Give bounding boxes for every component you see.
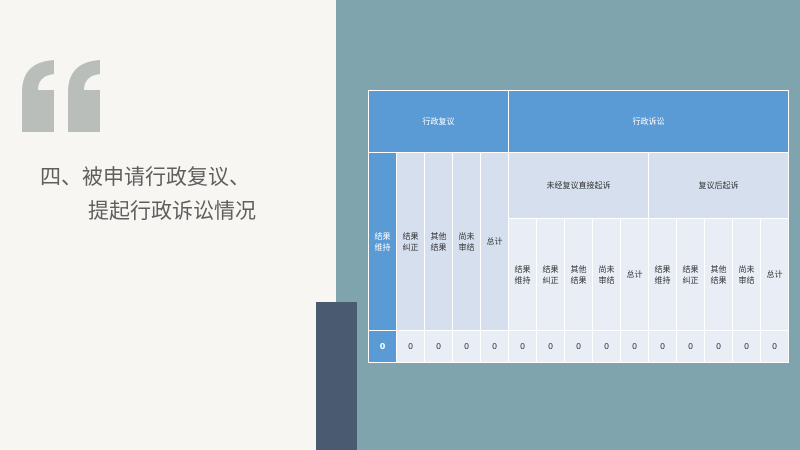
value-cell: 0 bbox=[760, 330, 790, 363]
direct-col-4: 总计 bbox=[620, 218, 650, 331]
direct-col-0: 结果维持 bbox=[508, 218, 538, 331]
review-col-3: 尚未审结 bbox=[452, 152, 481, 331]
quote-mark-icon bbox=[22, 60, 100, 132]
heading-line-2: 提起行政诉讼情况 bbox=[88, 199, 256, 223]
value-cell: 0 bbox=[648, 330, 678, 363]
after-col-3: 尚未审结 bbox=[732, 218, 762, 331]
value-cell: 0 bbox=[536, 330, 566, 363]
direct-col-1: 结果纠正 bbox=[536, 218, 566, 331]
after-col-4: 总计 bbox=[760, 218, 790, 331]
value-cell: 0 bbox=[396, 330, 425, 363]
value-cell: 0 bbox=[424, 330, 453, 363]
after-col-0: 结果维持 bbox=[648, 218, 678, 331]
value-cell: 0 bbox=[479, 330, 510, 363]
value-cell: 0 bbox=[732, 330, 762, 363]
direct-col-2: 其他结果 bbox=[564, 218, 594, 331]
review-col-0: 结果维持 bbox=[368, 152, 397, 331]
group-direct: 未经复议直接起诉 bbox=[508, 152, 650, 219]
heading-line-1: 四、被申请行政复议、 bbox=[40, 165, 250, 189]
value-cell: 0 bbox=[592, 330, 622, 363]
left-panel bbox=[0, 0, 336, 450]
header-litigation: 行政诉讼 bbox=[508, 90, 790, 153]
review-col-1: 结果纠正 bbox=[396, 152, 425, 331]
review-col-4: 总计 bbox=[479, 152, 510, 331]
value-cell: 0 bbox=[620, 330, 650, 363]
stats-table-container: 行政复议 行政诉讼 结果维持 结果纠正 其他结果 尚未审结 总计 未经复议直接起… bbox=[367, 90, 790, 363]
value-cell: 0 bbox=[368, 330, 397, 363]
stats-table: 行政复议 行政诉讼 结果维持 结果纠正 其他结果 尚未审结 总计 未经复议直接起… bbox=[367, 90, 790, 363]
header-review: 行政复议 bbox=[367, 90, 510, 153]
value-cell: 0 bbox=[564, 330, 594, 363]
review-col-2: 其他结果 bbox=[424, 152, 453, 331]
decorative-block bbox=[316, 302, 357, 450]
value-cell: 0 bbox=[452, 330, 481, 363]
slide-heading: 四、被申请行政复议、 提起行政诉讼情况 bbox=[40, 160, 320, 228]
value-cell: 0 bbox=[704, 330, 734, 363]
value-cell: 0 bbox=[676, 330, 706, 363]
direct-col-3: 尚未审结 bbox=[592, 218, 622, 331]
after-col-2: 其他结果 bbox=[704, 218, 734, 331]
value-cell: 0 bbox=[508, 330, 538, 363]
after-col-1: 结果纠正 bbox=[676, 218, 706, 331]
group-after-review: 复议后起诉 bbox=[648, 152, 790, 219]
